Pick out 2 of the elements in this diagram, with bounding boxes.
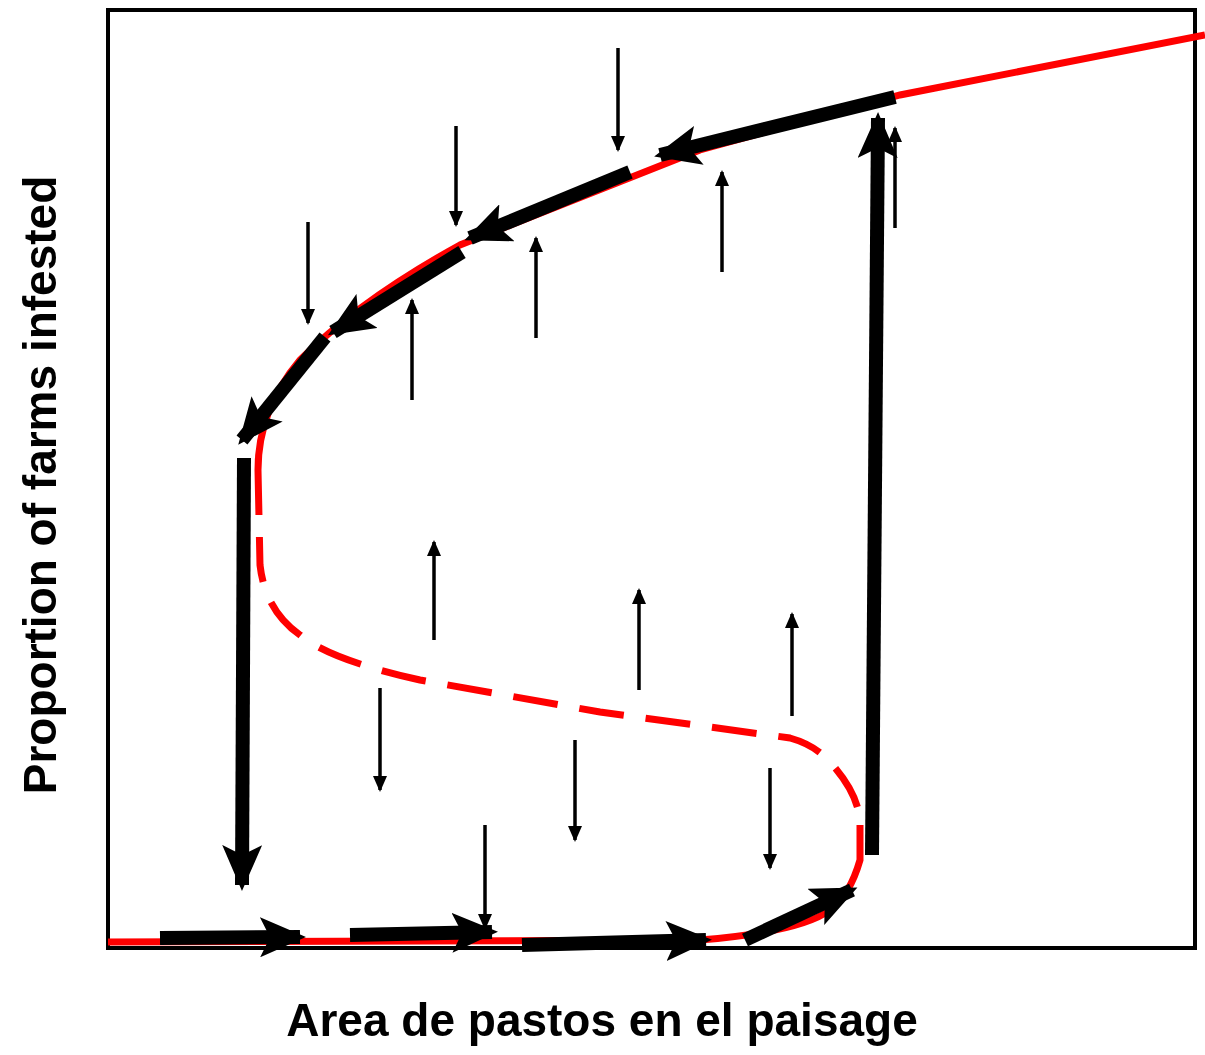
y-axis-label: Proportion of farms infested: [13, 175, 67, 795]
x-axis-label: Area de pastos en el paisage: [286, 993, 918, 1047]
